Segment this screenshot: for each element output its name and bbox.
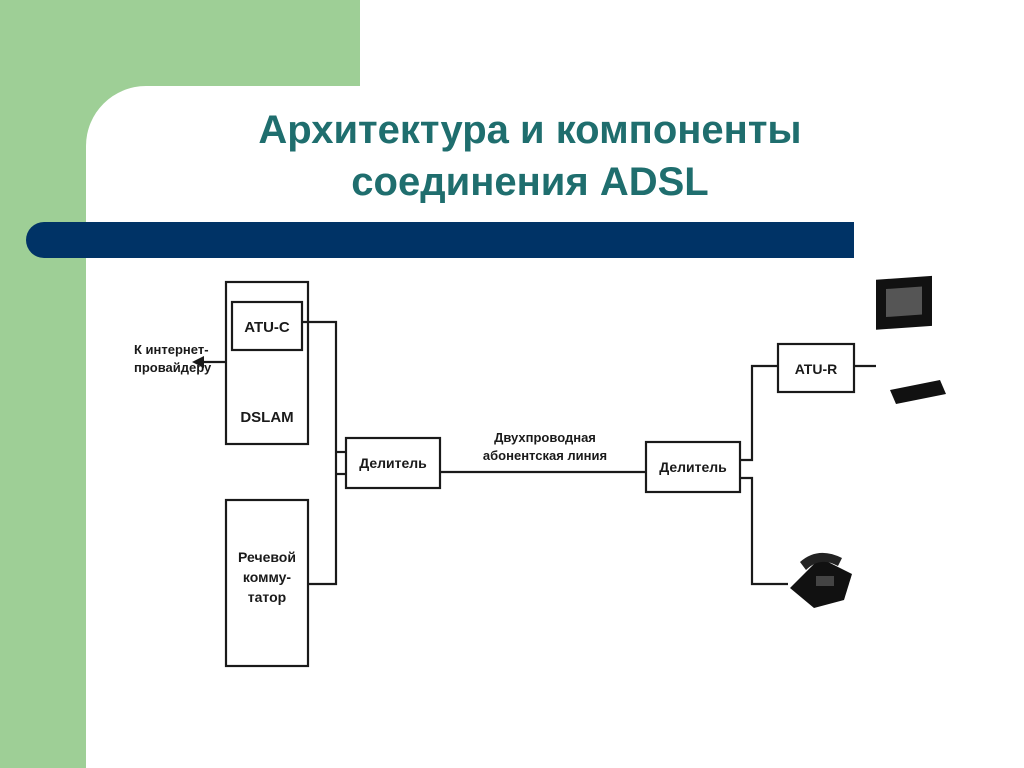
- atu-r-label: ATU-R: [795, 361, 838, 377]
- switch-label-line-3: татор: [248, 589, 286, 605]
- title-line-1: Архитектура и компоненты: [258, 108, 802, 152]
- atu-c-label: ATU-C: [244, 319, 290, 336]
- line-label-line-2: абонентская линия: [483, 448, 607, 463]
- splitter-right-label: Делитель: [659, 459, 727, 475]
- title-line-2: соединения ADSL: [351, 160, 709, 204]
- switch-label-line-2: комму-: [243, 569, 292, 585]
- slide-title: Архитектура и компоненты соединения ADSL: [160, 104, 900, 208]
- title-divider-bar: [26, 222, 854, 258]
- telephone-icon: [790, 552, 852, 608]
- isp-label-line-2: провайдеру: [134, 360, 212, 375]
- atu-c-box: [230, 300, 304, 352]
- line-label-line-1: Двухпроводная: [494, 430, 596, 445]
- splitter-right-box: [644, 440, 742, 494]
- switch-label-line-1: Речевой: [238, 549, 296, 565]
- arrow-head-icon: [192, 356, 204, 368]
- diagram-canvas: К интернет- провайдеру ATU-C DSLAM Речев…: [134, 275, 946, 668]
- dslam-label: DSLAM: [240, 409, 293, 426]
- adsl-architecture-diagram: К интернет- провайдеру ATU-C DSLAM Речев…: [100, 262, 960, 692]
- splitter-left-label: Делитель: [359, 455, 427, 471]
- splitter-atu-r-connector: [740, 364, 778, 462]
- atu-r-box: [776, 342, 856, 394]
- computer-icon: [876, 275, 946, 404]
- slide-panel: [86, 86, 1024, 768]
- splitter-phone-connector: [740, 476, 788, 586]
- splitter-left-box: [344, 436, 442, 490]
- isp-label-line-1: К интернет-: [134, 342, 209, 357]
